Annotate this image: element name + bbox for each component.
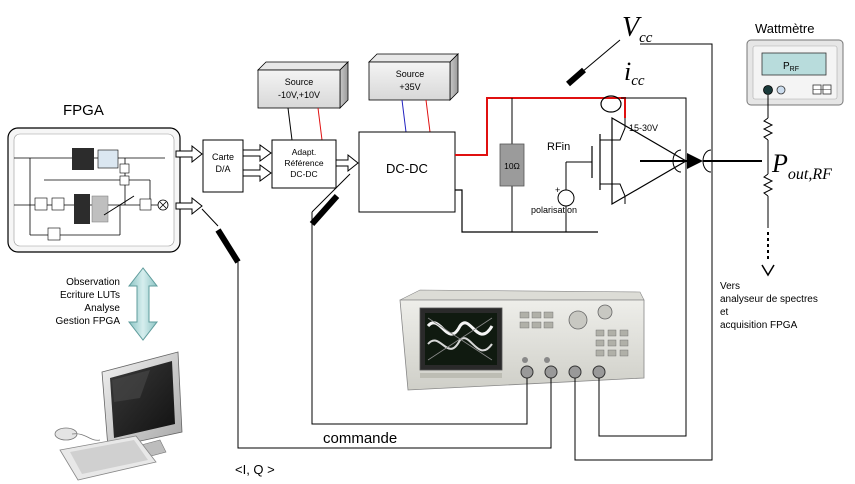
oscilloscope-icon bbox=[399, 289, 645, 391]
fpga-title: FPGA bbox=[63, 102, 104, 119]
dac-output-arrows bbox=[242, 144, 272, 182]
svg-text:10Ω: 10Ω bbox=[504, 161, 520, 171]
bias-range-label: 15-30V bbox=[629, 123, 658, 133]
supply-wire-red bbox=[425, 99, 431, 133]
reference-source: Source -10V,+10V bbox=[257, 61, 349, 109]
vcc-label: Vcc bbox=[622, 12, 653, 46]
svg-text:+: + bbox=[555, 185, 560, 195]
fpga-output-arrows bbox=[175, 144, 203, 216]
pout-label: Pout,RF bbox=[771, 149, 832, 183]
svg-text:et: et bbox=[720, 307, 729, 318]
ref-wire-black bbox=[287, 107, 293, 141]
supply-source: Source +35V bbox=[368, 53, 459, 101]
svg-text:Analyse: Analyse bbox=[84, 303, 120, 314]
svg-text:Ecriture LUTs: Ecriture LUTs bbox=[60, 290, 120, 301]
ref-wire-red bbox=[317, 107, 323, 141]
dac-box: Carte D/A bbox=[202, 139, 244, 193]
ground-return-line bbox=[455, 189, 598, 233]
computer-icon bbox=[54, 351, 183, 481]
bias-label: polarisation bbox=[531, 205, 577, 215]
svg-text:Adapt.: Adapt. bbox=[292, 147, 317, 157]
svg-text:Source: Source bbox=[396, 69, 425, 79]
rfin-label: RFin bbox=[547, 141, 570, 153]
crossover-1 bbox=[672, 149, 682, 173]
svg-text:Carte: Carte bbox=[212, 152, 234, 162]
svg-text:analyseur de spectres: analyseur de spectres bbox=[720, 294, 818, 305]
fpga-board-icon bbox=[7, 127, 181, 253]
coupler-chain bbox=[761, 95, 775, 277]
vcc-probe-icon bbox=[566, 39, 621, 87]
commande-label: commande bbox=[323, 430, 397, 447]
svg-text:D/A: D/A bbox=[215, 164, 230, 174]
adapter-output-arrow bbox=[335, 153, 359, 173]
svg-text:PRF: PRF bbox=[783, 61, 799, 73]
load-resistor: 10Ω bbox=[499, 143, 525, 187]
dcdc-converter-box: DC-DC bbox=[358, 131, 456, 213]
pc-tasks: Observation Ecriture LUTs Analyse Gestio… bbox=[56, 277, 121, 327]
scope-cables bbox=[237, 43, 713, 461]
iq-probe-icon bbox=[201, 208, 241, 264]
svg-text:Référence: Référence bbox=[284, 158, 323, 168]
svg-text:Source: Source bbox=[285, 77, 314, 87]
vcc-supply-line bbox=[455, 97, 626, 156]
supply-wire-blue bbox=[401, 99, 407, 133]
svg-text:-10V,+10V: -10V,+10V bbox=[278, 90, 320, 100]
svg-text:Observation: Observation bbox=[66, 277, 120, 288]
pc-fpga-link-arrow bbox=[127, 267, 159, 341]
reference-adapter-box: Adapt. Référence DC-DC bbox=[271, 139, 337, 189]
icc-label: icc bbox=[624, 57, 645, 89]
svg-text:DC-DC: DC-DC bbox=[386, 161, 428, 176]
svg-text:Gestion FPGA: Gestion FPGA bbox=[56, 316, 121, 327]
iq-label: <I, Q > bbox=[235, 462, 275, 477]
svg-text:acquisition FPGA: acquisition FPGA bbox=[720, 320, 798, 331]
wattmeter-title: Wattmètre bbox=[755, 21, 814, 36]
svg-text:DC-DC: DC-DC bbox=[290, 169, 317, 179]
command-probe-icon bbox=[309, 173, 351, 226]
svg-text:Vers: Vers bbox=[720, 281, 740, 292]
output-note: Vers analyseur de spectres et acquisitio… bbox=[720, 281, 818, 331]
bias-source: + bbox=[555, 162, 575, 232]
wattmeter-icon: PRF bbox=[746, 39, 844, 106]
svg-text:+35V: +35V bbox=[399, 82, 420, 92]
current-probe-ring bbox=[600, 95, 622, 113]
